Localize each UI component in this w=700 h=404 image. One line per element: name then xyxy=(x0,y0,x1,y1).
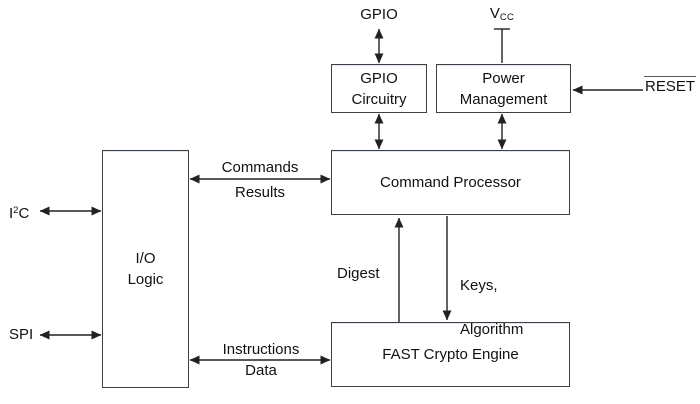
power-management-label-line1: Power xyxy=(482,69,525,87)
gpio-circuitry-box: GPIO Circuitry xyxy=(331,64,427,113)
i2c-superscript: 2 xyxy=(13,205,19,216)
keys-algorithm-signal-label: Keys, Algorithm xyxy=(460,253,523,341)
fast-crypto-engine-box: FAST Crypto Engine xyxy=(331,322,570,387)
io-logic-label-line2: Logic xyxy=(127,271,164,288)
io-logic-label-line1: I/O xyxy=(135,250,156,267)
keys-label-line2: Algorithm xyxy=(460,321,524,338)
gpio-pin-label: GPIO xyxy=(360,6,398,23)
results-bus-label: Results xyxy=(234,184,286,201)
gpio-circuitry-label-line1: GPIO xyxy=(360,69,398,87)
commands-bus-label: Commands xyxy=(221,159,299,176)
vcc-pin-label: VCC xyxy=(489,5,515,23)
vcc-subscript: CC xyxy=(499,12,515,23)
digest-signal-label: Digest xyxy=(337,265,380,282)
gpio-circuitry-label-line2: Circuitry xyxy=(351,90,407,108)
io-logic-box: I/O Logic xyxy=(102,150,189,388)
instructions-bus-label: Instructions xyxy=(222,341,300,358)
data-bus-label: Data xyxy=(245,362,277,379)
power-management-label-line2: Management xyxy=(459,90,548,108)
spi-pin-label: SPI xyxy=(9,326,34,343)
keys-label-line1: Keys, xyxy=(460,277,498,294)
i2c-pin-label: I2C xyxy=(9,205,30,222)
command-processor-box: Command Processor xyxy=(331,150,570,215)
reset-pin-label: RESET xyxy=(644,76,697,95)
fast-crypto-engine-label: FAST Crypto Engine xyxy=(382,346,519,363)
command-processor-label: Command Processor xyxy=(380,174,521,191)
power-management-box: Power Management xyxy=(436,64,571,113)
